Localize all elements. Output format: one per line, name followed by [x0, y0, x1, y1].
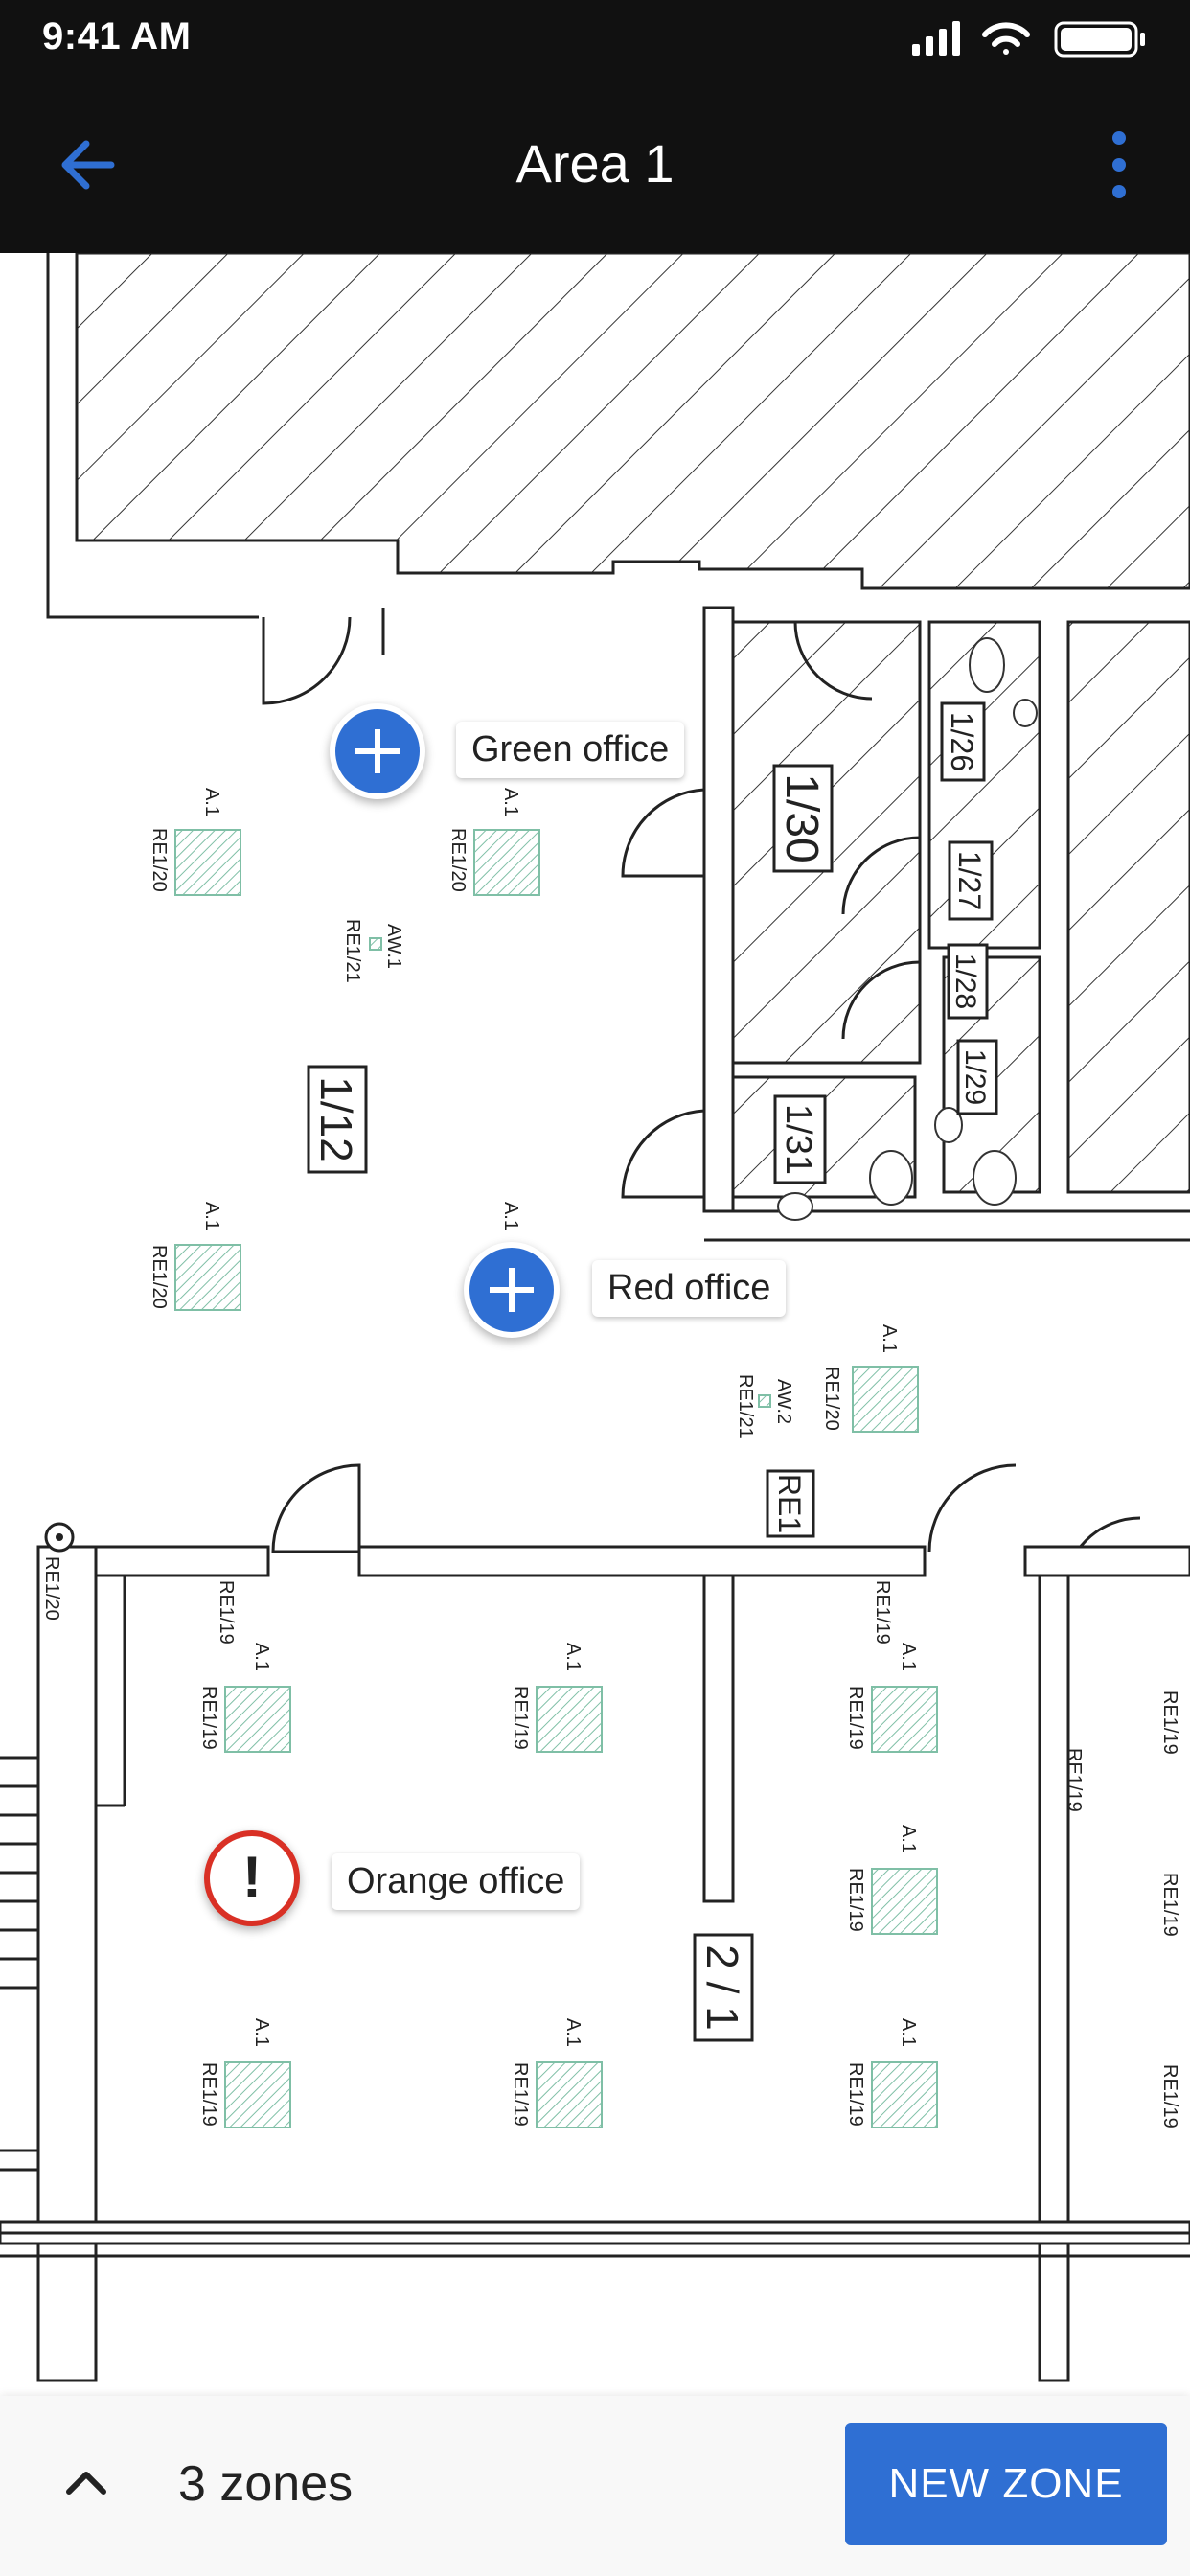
fixture-label: A.1: [201, 1202, 222, 1230]
alert-zone-marker-orange-office[interactable]: !: [204, 1830, 300, 1926]
status-icons: [912, 21, 1145, 58]
walls: [0, 608, 1190, 2382]
fixture-label: A.1: [898, 1643, 919, 1671]
fixture-label: RE1/19: [1159, 2064, 1180, 2128]
fixture-label: RE1/19: [198, 1686, 219, 1750]
fixture-label: RE1/19: [198, 2062, 219, 2127]
fixture-label: RE1/19: [510, 2062, 531, 2127]
hatched-area-top: [46, 253, 1190, 619]
room-label: 1/31: [778, 1104, 818, 1175]
room-label: 1/26: [945, 712, 979, 771]
fixture-label: RE1/19: [1159, 1690, 1180, 1755]
fixture-label: RE1/21: [342, 919, 363, 983]
status-bar: 9:41 AM: [0, 0, 1190, 77]
room-label: RE1: [772, 1474, 807, 1533]
signal-icon: [912, 21, 960, 56]
fixture-label: A.1: [898, 2018, 919, 2047]
fixture-label: RE1/19: [845, 1686, 866, 1750]
fixture-label: RE1/19: [845, 2062, 866, 2127]
app-bar: Area 1: [0, 77, 1190, 253]
fixture-label: RE1/20: [149, 1245, 170, 1309]
fixture-label: A.1: [500, 788, 521, 816]
fixture-label: RE1/19: [1064, 1748, 1085, 1812]
zones-count: 3 zones: [178, 2456, 354, 2512]
floor-plan[interactable]: 1/30 1/26 1/27 1/28 1/29 1/31: [0, 253, 1190, 2396]
room-label: 2 / 1: [698, 1944, 747, 2031]
more-vert-icon[interactable]: [1090, 125, 1148, 205]
arrow-back-icon[interactable]: [54, 130, 123, 199]
fixture-label: A.1: [251, 1643, 272, 1671]
fixture-label: RE1/19: [845, 1868, 866, 1932]
fixture-label: A.1: [562, 2018, 584, 2047]
wifi-icon: [982, 22, 1030, 55]
bottom-bar: 3 zones NEW ZONE: [0, 2396, 1190, 2576]
add-zone-marker-green-office[interactable]: [330, 703, 425, 799]
fixture-label: A.1: [879, 1324, 900, 1353]
fixture-label: RE1/20: [447, 828, 469, 892]
fixture-label: RE1/19: [1159, 1873, 1180, 1937]
zone-label-red-office[interactable]: Red office: [592, 1260, 787, 1317]
fixtures-sanitary: [777, 637, 1038, 1221]
status-time: 9:41 AM: [42, 15, 192, 58]
fixture-label: A.1: [898, 1825, 919, 1853]
fixture-label: AW.2: [773, 1379, 794, 1424]
floor-plan-drawing: 1/30 1/26 1/27 1/28 1/29 1/31: [0, 253, 1190, 2382]
fixture-label: RE1/20: [149, 828, 170, 892]
room-label: 1/29: [959, 1049, 991, 1105]
fixture-annotations: A.1 RE1/20 A.1 RE1/20 AW.1 RE1/21 A.1 RE…: [41, 788, 1180, 2128]
fixture-label: A.1: [251, 2018, 272, 2047]
page-title: Area 1: [515, 133, 675, 194]
battery-icon: [1054, 21, 1145, 58]
fixture-label: A.1: [562, 1643, 584, 1671]
fixture-label: AW.1: [383, 924, 404, 969]
fixture-label: A.1: [500, 1202, 521, 1230]
new-zone-button[interactable]: NEW ZONE: [845, 2423, 1167, 2545]
fixture-label: RE1/20: [821, 1367, 842, 1431]
fixture-label: RE1/19: [510, 1686, 531, 1750]
room-label: 1/27: [952, 851, 987, 910]
add-zone-marker-red-office[interactable]: [464, 1242, 560, 1338]
room-label: 1/12: [311, 1076, 361, 1162]
lighting-fixtures: [174, 829, 938, 2128]
zone-label-green-office[interactable]: Green office: [456, 722, 685, 778]
room-labels: 1/30 1/26 1/27 1/28 1/29 1/31: [307, 702, 998, 2042]
room-label: 1/28: [950, 954, 981, 1009]
chevron-up-icon[interactable]: [57, 2453, 115, 2511]
fixture-label: RE1/21: [735, 1374, 756, 1438]
fixture-label: RE1/19: [872, 1580, 893, 1644]
fixture-label: RE1/20: [41, 1556, 62, 1621]
zone-label-orange-office[interactable]: Orange office: [332, 1853, 581, 1910]
room-label: 1/30: [776, 773, 827, 862]
fixture-label: RE1/19: [216, 1580, 237, 1644]
fixture-label: A.1: [201, 788, 222, 816]
doors: [262, 608, 1141, 1596]
